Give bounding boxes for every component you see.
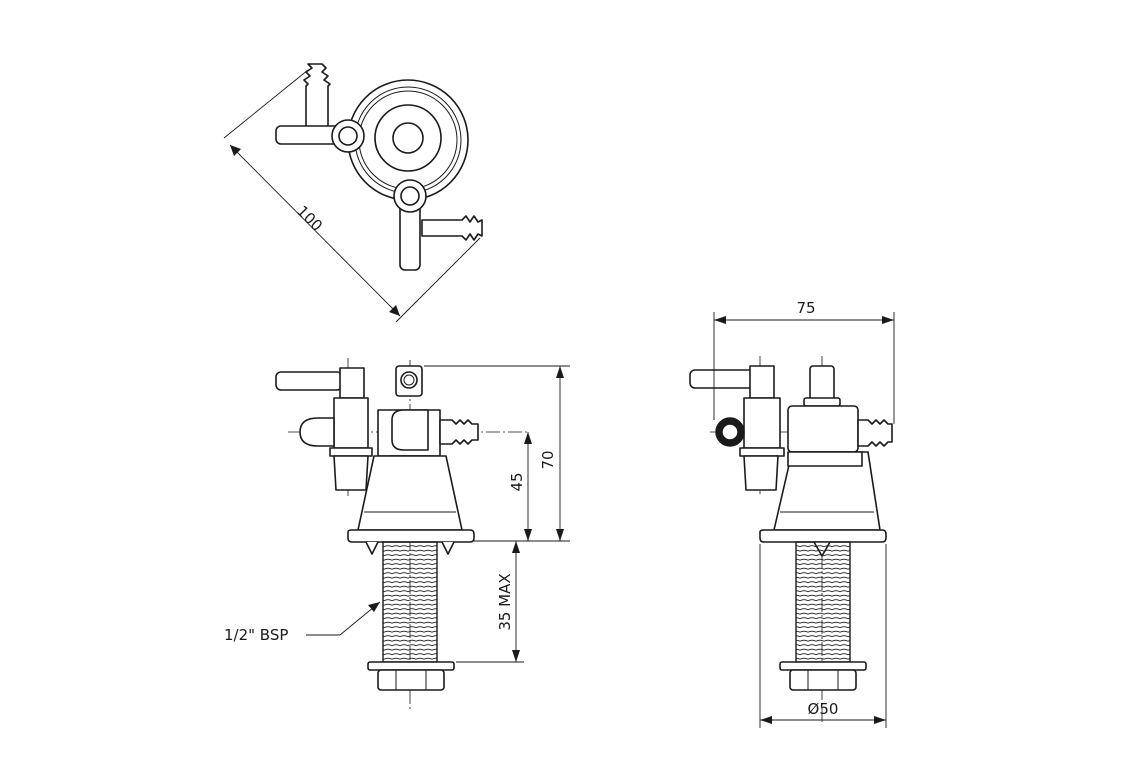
dim-width-side: 75	[796, 299, 815, 317]
dim-height-total: 70	[539, 450, 557, 469]
plan-view: 100	[223, 63, 483, 323]
dim-thread-length: 35 MAX	[496, 573, 514, 630]
dim-height-outlet: 45	[508, 472, 526, 491]
thread-spec-label: 1/2" BSP	[224, 626, 288, 644]
dim-diagonal: 100	[293, 202, 326, 235]
side-elevation: 75 Ø50	[689, 299, 895, 728]
front-elevation: 1/2" BSP 70 45 35 MAX	[224, 358, 570, 712]
dim-base-diameter: Ø50	[808, 700, 839, 718]
